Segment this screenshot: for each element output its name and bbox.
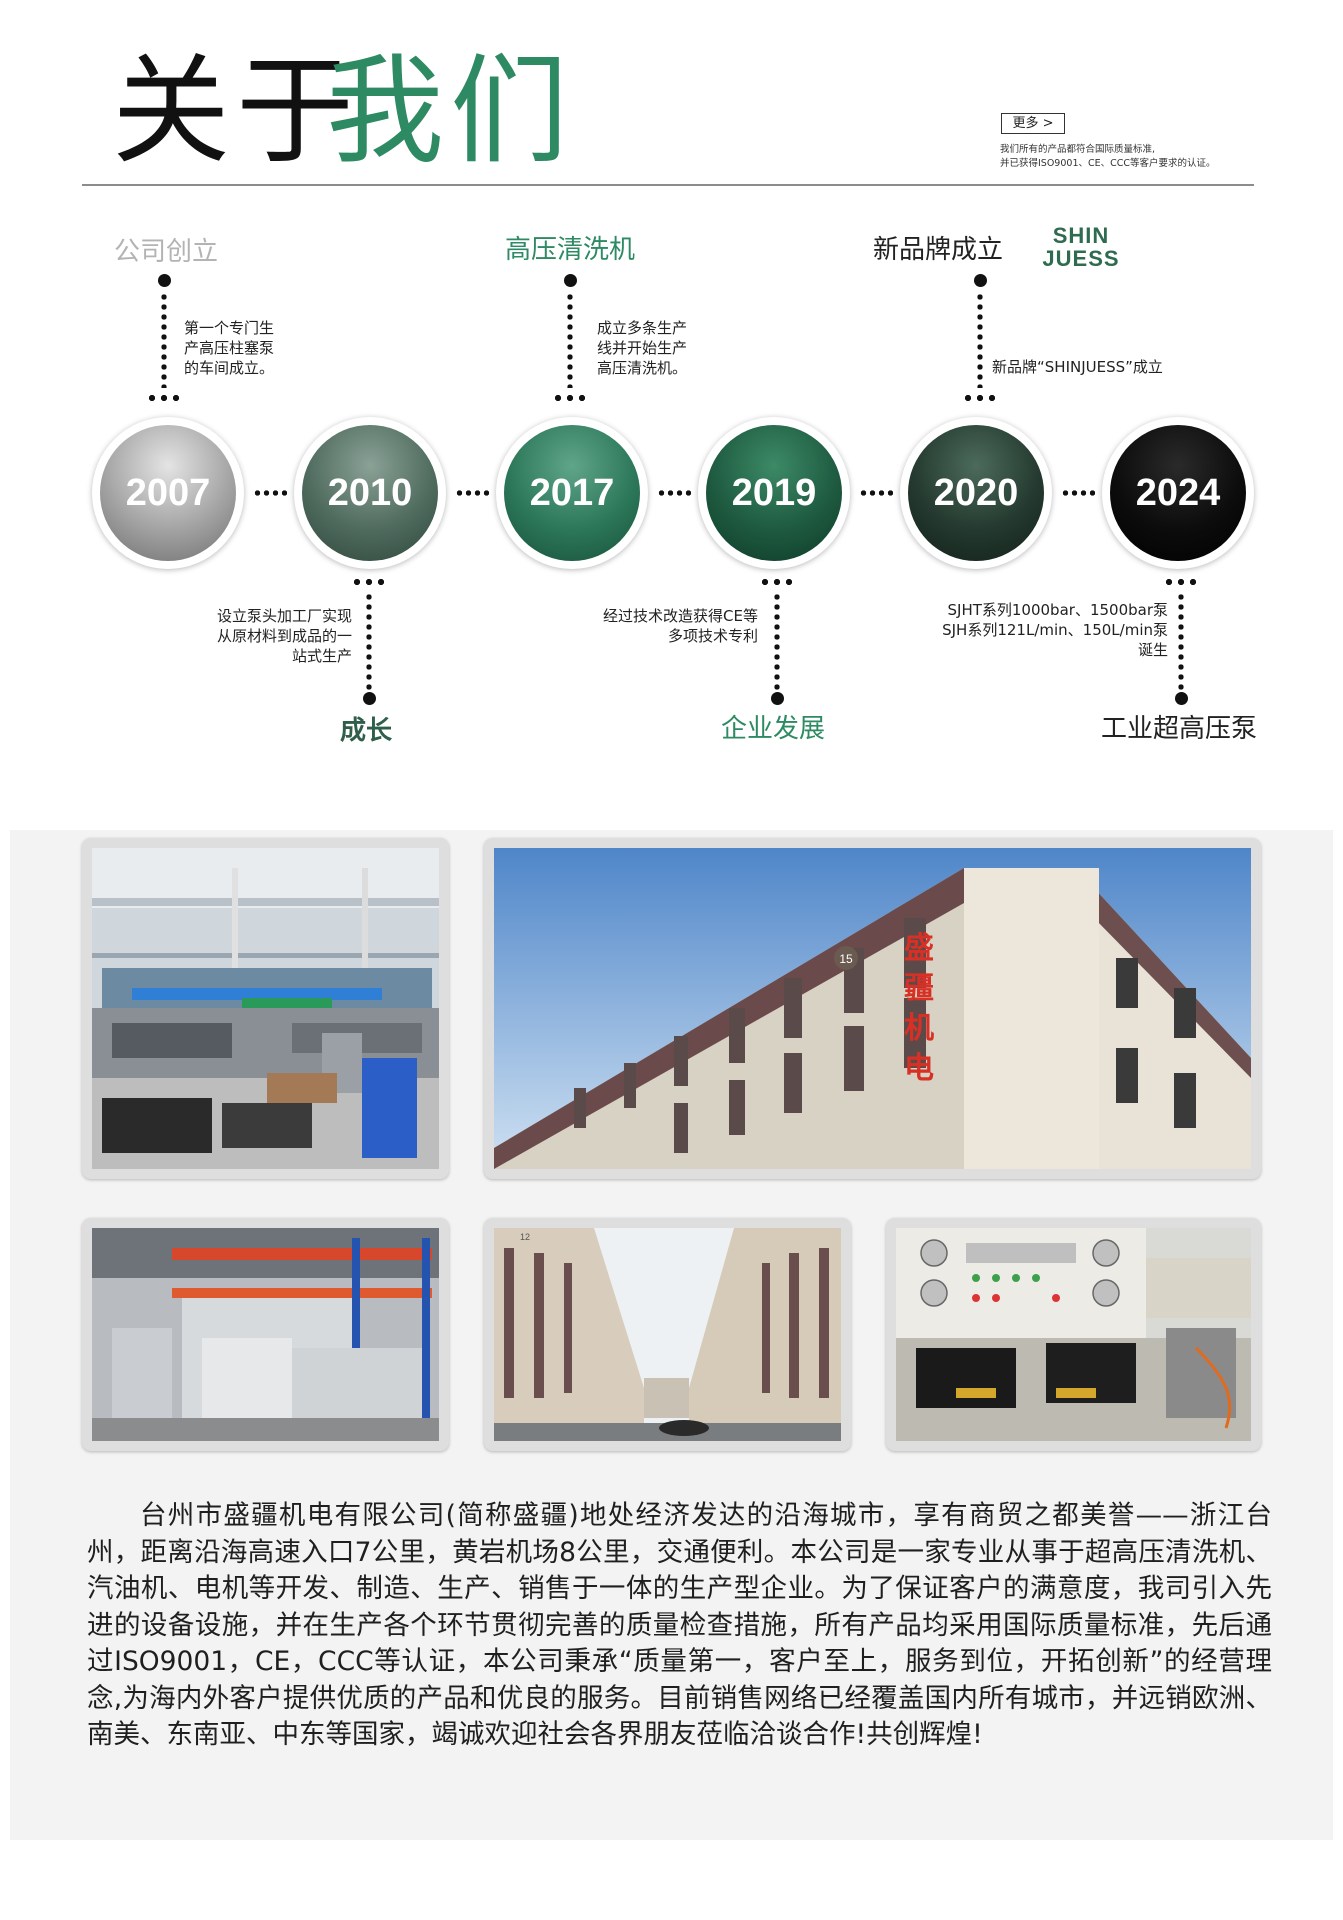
marker-dot bbox=[363, 692, 376, 705]
company-description: 台州市盛疆机电有限公司(简称盛疆)地处经济发达的沿海城市，享有商贸之都美誉——浙… bbox=[87, 1500, 1272, 1750]
year-2019: 2019 bbox=[706, 425, 842, 561]
dotted-foot bbox=[552, 394, 588, 402]
sign-char-1: 盛 bbox=[904, 931, 934, 966]
dotted-foot bbox=[1163, 578, 1199, 586]
building-number-12: 12 bbox=[520, 1232, 530, 1242]
milestone-label-washer: 高压清洗机 bbox=[505, 235, 636, 265]
photo-test-bench bbox=[886, 1218, 1261, 1451]
milestone-desc-founded: 第一个专门生产高压柱塞泵的车间成立。 bbox=[184, 319, 275, 377]
milestone-2019: 2019 bbox=[698, 417, 850, 569]
svg-text:JUESS: JUESS bbox=[1042, 246, 1119, 270]
milestone-2007: 2007 bbox=[92, 417, 244, 569]
photo-warehouse bbox=[82, 1218, 449, 1451]
svg-text:SHIN: SHIN bbox=[1053, 223, 1110, 248]
page-title-part2: 我们 bbox=[326, 42, 575, 180]
dotted-line bbox=[977, 292, 983, 388]
dotted-foot bbox=[759, 578, 795, 586]
milestone-desc-washer: 成立多条生产线并开始生产高压清洗机。 bbox=[597, 319, 688, 377]
milestone-2010: 2010 bbox=[294, 417, 446, 569]
cert-line-1: 我们所有的产品都符合国际质量标准, bbox=[1000, 144, 1156, 155]
milestone-desc-development: 经过技术改造获得CE等多项技术专利 bbox=[603, 607, 758, 645]
photo-industrial-street: 12 bbox=[484, 1218, 851, 1451]
dotted-foot bbox=[351, 578, 387, 586]
year-2017: 2017 bbox=[504, 425, 640, 561]
sign-char-3: 机 bbox=[904, 1011, 934, 1046]
dotted-line bbox=[774, 592, 780, 690]
page-title-part1: 关于 bbox=[112, 42, 361, 180]
milestone-2024: 2024 bbox=[1102, 417, 1254, 569]
milestone-desc-pump: SJHT系列1000bar、1500bar泵 SJH系列121L/min、150… bbox=[900, 600, 1168, 660]
pump-desc-line-2: SJH系列121L/min、150L/min泵 bbox=[942, 621, 1168, 639]
sign-char-2: 疆 bbox=[904, 971, 934, 1006]
header-divider bbox=[82, 184, 1254, 186]
milestone-label-development: 企业发展 bbox=[721, 714, 826, 744]
dotted-foot bbox=[146, 394, 182, 402]
dotted-line bbox=[161, 292, 167, 388]
dotted-line bbox=[567, 292, 573, 388]
timeline-connector bbox=[1061, 490, 1095, 496]
milestone-label-founded: 公司创立 bbox=[114, 237, 219, 267]
milestone-desc-brand: 新品牌“SHINJUESS”成立 bbox=[992, 358, 1163, 376]
pump-desc-line-1: SJHT系列1000bar、1500bar泵 bbox=[947, 601, 1169, 619]
photo-workshop bbox=[82, 838, 449, 1179]
year-2010: 2010 bbox=[302, 425, 438, 561]
milestone-desc-growth: 设立泵头加工厂实现从原材料到成品的一站式生产 bbox=[216, 607, 352, 665]
dotted-line bbox=[1178, 592, 1184, 690]
milestone-2017: 2017 bbox=[496, 417, 648, 569]
milestone-label-pump: 工业超高压泵 bbox=[1101, 714, 1258, 744]
milestone-2020: 2020 bbox=[900, 417, 1052, 569]
timeline-connector bbox=[455, 490, 489, 496]
marker-dot bbox=[771, 692, 784, 705]
photo-company-building: 15 盛 疆 机 电 bbox=[484, 838, 1261, 1179]
marker-dot bbox=[564, 274, 577, 287]
building-number-15: 15 bbox=[839, 952, 853, 966]
sign-char-4: 电 bbox=[904, 1051, 934, 1086]
timeline-connector bbox=[657, 490, 691, 496]
dotted-foot bbox=[962, 394, 998, 402]
marker-dot bbox=[158, 274, 171, 287]
year-2020: 2020 bbox=[908, 425, 1044, 561]
year-2024: 2024 bbox=[1110, 425, 1246, 561]
year-2007: 2007 bbox=[100, 425, 236, 561]
shinjuess-logo: SHIN JUESS bbox=[1033, 222, 1129, 271]
marker-dot bbox=[974, 274, 987, 287]
timeline-connector bbox=[859, 490, 893, 496]
milestone-label-brand: 新品牌成立 bbox=[873, 235, 1004, 265]
cert-line-2: 并已获得ISO9001、CE、CCC等客户要求的认证。 bbox=[1000, 158, 1216, 169]
pump-desc-line-3: 诞生 bbox=[1137, 641, 1168, 659]
certification-note: 我们所有的产品都符合国际质量标准, 并已获得ISO9001、CE、CCC等客户要… bbox=[1000, 143, 1270, 171]
timeline-connector bbox=[253, 490, 287, 496]
dotted-line bbox=[366, 592, 372, 690]
marker-dot bbox=[1175, 692, 1188, 705]
more-button[interactable]: 更多 > bbox=[1001, 113, 1065, 134]
milestone-label-growth: 成长 bbox=[340, 716, 393, 746]
